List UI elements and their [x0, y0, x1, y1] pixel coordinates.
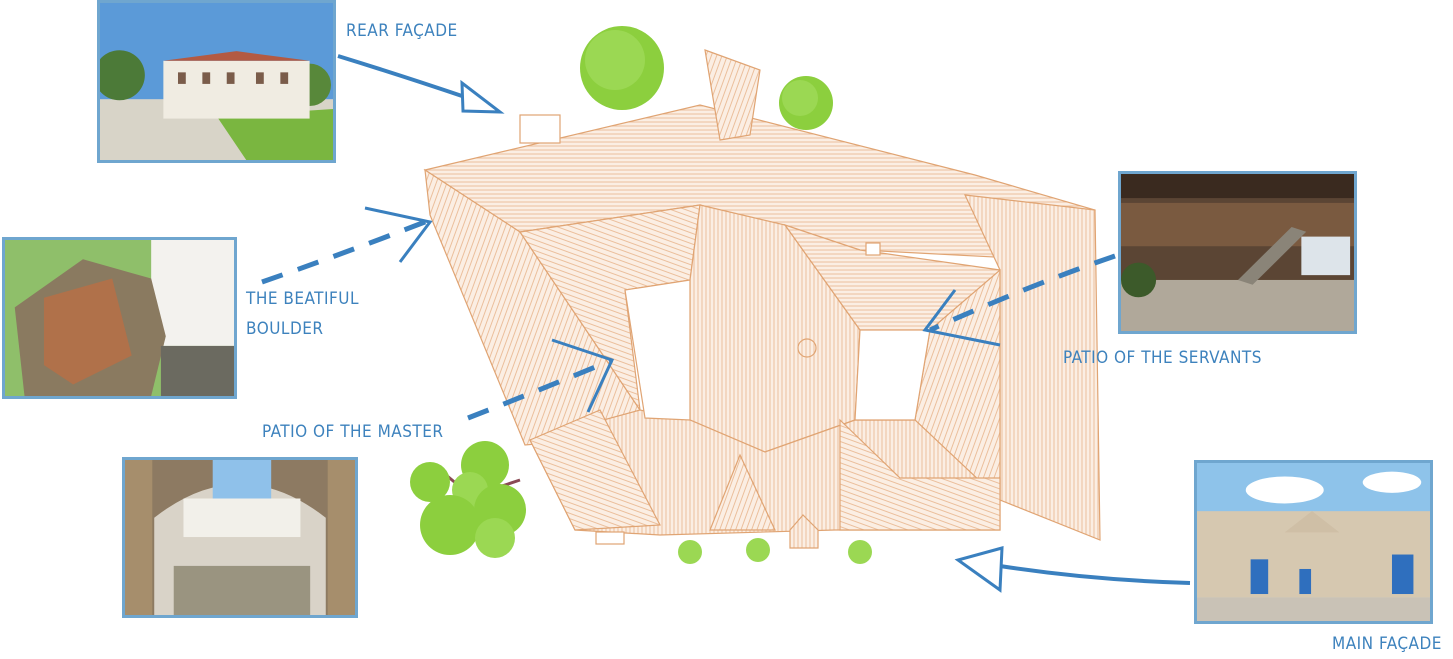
photo-rear-facade: [97, 0, 336, 163]
tree-north-small: [779, 76, 833, 130]
label-boulder: THE BEATIFUL BOULDER: [246, 284, 359, 344]
boulder-image: [5, 240, 234, 396]
arrow-rear-facade: [337, 54, 505, 114]
photo-patio-servants: [1118, 171, 1357, 334]
label-main-facade: MAIN FAÇADE: [1332, 629, 1442, 659]
arrow-main-facade: [954, 546, 1191, 593]
roof-tower: [704, 49, 761, 141]
label-boulder-line1: THE BEATIFUL: [246, 289, 360, 309]
roof-sections: [423, 49, 1101, 549]
arrow-boulder: [261, 206, 433, 285]
rear-facade-image: [100, 3, 333, 160]
label-patio-servants-text: PATIO OF THE SERVANTS: [1063, 348, 1262, 368]
roof-south-entrance: [789, 514, 819, 549]
arrow-patio-servants: [922, 253, 1116, 347]
photo-main-facade: [1194, 460, 1433, 624]
shrub-row-south: [678, 538, 872, 564]
patio-servants-void: [854, 329, 931, 421]
label-rear-facade: REAR FAÇADE: [346, 16, 458, 46]
roof-east-wing: [964, 194, 1101, 541]
label-main-facade-text: MAIN FAÇADE: [1332, 634, 1442, 654]
label-patio-master-text: PATIO OF THE MASTER: [262, 422, 444, 442]
label-boulder-line2: BOULDER: [246, 319, 324, 339]
roof-south-gable-mid: [709, 453, 776, 531]
label-patio-master: PATIO OF THE MASTER: [262, 417, 444, 447]
arrow-patio-master: [467, 338, 615, 421]
roof-south-gable-left: [529, 409, 661, 531]
tree-north-large: [580, 26, 664, 110]
main-facade-image: [1197, 463, 1430, 621]
photo-patio-master: [122, 457, 358, 618]
patio-master-image: [125, 460, 355, 615]
label-rear-facade-text: REAR FAÇADE: [346, 21, 458, 41]
patio-servants-image: [1121, 174, 1354, 331]
tree-cluster-southwest: [410, 441, 526, 558]
roof-south-gable-right: [839, 418, 1001, 531]
roof-chimney: [865, 242, 881, 256]
roof-south-step: [595, 531, 625, 545]
roof-small-annex: [519, 114, 561, 144]
photo-boulder: [2, 237, 237, 399]
roof-skylight: [797, 338, 817, 358]
patio-master-void: [624, 279, 691, 421]
label-patio-servants: PATIO OF THE SERVANTS: [1063, 343, 1262, 373]
